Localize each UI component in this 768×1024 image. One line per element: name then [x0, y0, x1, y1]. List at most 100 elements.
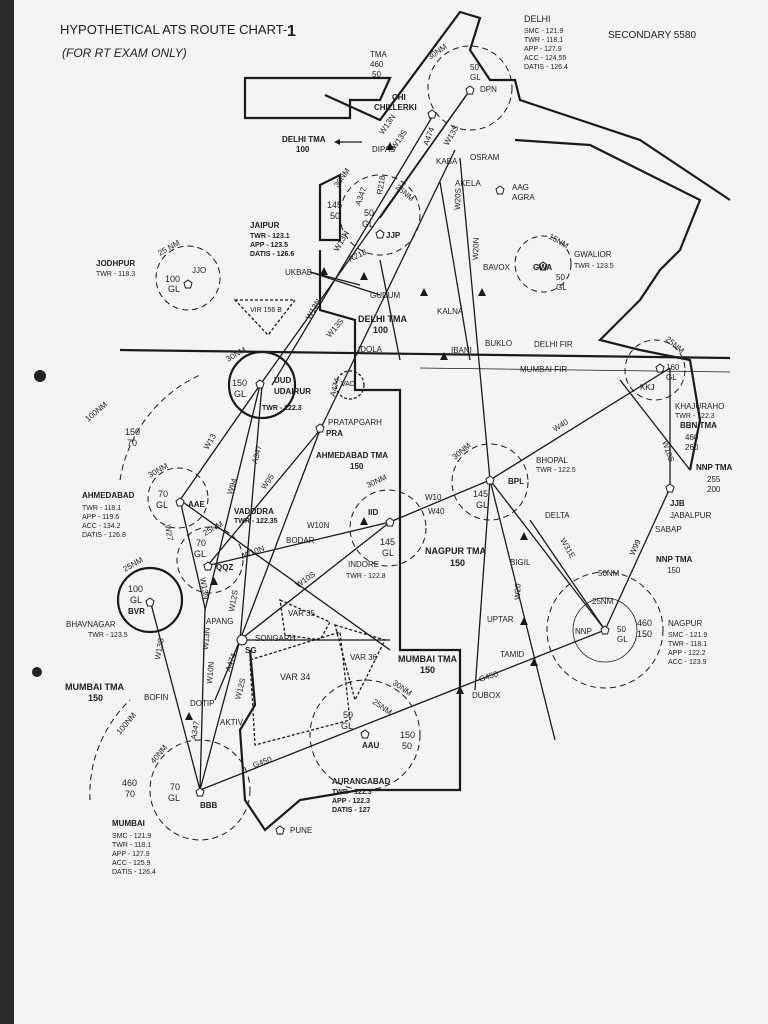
jjp-range: [339, 174, 421, 256]
svg-text:SG: SG: [245, 646, 257, 655]
bvr-navaid-icon: [145, 597, 155, 607]
aau-navaid-icon: [360, 729, 370, 739]
left-arc: [119, 374, 201, 481]
svg-text:50: 50: [617, 625, 626, 634]
svg-text:15NM: 15NM: [547, 232, 570, 251]
kkj-navaid-icon: [655, 363, 665, 373]
svg-text:W12S: W12S: [227, 589, 240, 612]
svg-text:QQZ: QQZ: [216, 563, 233, 572]
svg-text:AGRA: AGRA: [512, 193, 535, 202]
svg-text:AKELA: AKELA: [455, 179, 481, 188]
svg-text:200: 200: [707, 485, 721, 494]
svg-text:R218: R218: [375, 174, 387, 195]
svg-text:145: 145: [327, 200, 342, 210]
north-boundary: [324, 10, 731, 201]
svg-text:DELHI TMA: DELHI TMA: [358, 314, 407, 324]
svg-text:UDAIRUR: UDAIRUR: [274, 387, 311, 396]
nagpur-freq: NAGPUR SMC - 121.9 TWR - 118.1 APP - 122…: [668, 619, 707, 666]
east-boundary: [514, 138, 702, 471]
svg-text:SONGARH: SONGARH: [255, 634, 296, 643]
svg-text:TWR - 118.1: TWR - 118.1: [112, 842, 151, 849]
svg-text:UUD: UUD: [274, 376, 292, 385]
restricted-areas: [233, 299, 386, 746]
svg-text:SMC - 121.9: SMC - 121.9: [668, 632, 707, 639]
svg-text:DATIS - 126.4: DATIS - 126.4: [524, 64, 568, 71]
svg-text:BUKLO: BUKLO: [485, 339, 512, 348]
svg-text:W20N: W20N: [471, 237, 481, 260]
udairur-freq: TWR - 122.3: [262, 405, 302, 412]
place-names: CHI CHILLERKI DIPAS KABA OSRAM AKELA AGR…: [144, 93, 724, 727]
svg-text:APP - 127.9: APP - 127.9: [112, 851, 150, 858]
svg-text:145: 145: [380, 537, 395, 547]
pune-navaid-icon: [275, 825, 285, 835]
khajuraho-freq: TWR - 122.3: [675, 413, 715, 420]
svg-text:A474: A474: [223, 652, 238, 673]
svg-text:ACC - 125.9: ACC - 125.9: [112, 860, 151, 867]
svg-text:70: 70: [196, 538, 206, 548]
svg-text:GL: GL: [476, 500, 488, 510]
svg-text:NNP TMA: NNP TMA: [696, 463, 733, 472]
svg-text:150: 150: [232, 378, 247, 388]
svg-text:A347: A347: [250, 444, 264, 465]
gwa-range: [514, 235, 572, 293]
aae-navaid-icon: [175, 497, 185, 507]
svg-text:IBANI: IBANI: [451, 346, 472, 355]
aag-navaid-icon: [495, 185, 505, 195]
svg-text:TWR - 118.1: TWR - 118.1: [82, 505, 121, 512]
svg-text:BIGIL: BIGIL: [510, 558, 531, 567]
bpl-navaid-icon: [485, 475, 495, 485]
svg-text:NAGPUR: NAGPUR: [668, 619, 702, 628]
punch-hole-bottom: [32, 667, 42, 677]
svg-text:GL: GL: [617, 635, 628, 644]
svg-text:W99: W99: [628, 538, 643, 557]
mumbai-freq: MUMBAI SMC - 121.9 TWR - 118.1 APP - 127…: [112, 819, 156, 876]
svg-text:AAU: AAU: [362, 741, 380, 750]
svg-text:DUBOX: DUBOX: [472, 691, 501, 700]
airport-codes: DPN JJO JJP UUD AAE QQZ BVR SG BBB IID B…: [128, 85, 685, 835]
svg-text:GUDUM: GUDUM: [370, 291, 401, 300]
svg-text:150: 150: [420, 665, 435, 675]
svg-text:25NM: 25NM: [592, 597, 614, 606]
svg-text:40NM: 40NM: [149, 743, 170, 765]
qqz-navaid-icon: [203, 561, 213, 571]
svg-text:CHILLERKI: CHILLERKI: [374, 103, 417, 112]
svg-text:260: 260: [685, 443, 699, 452]
punch-hole-top: [34, 370, 46, 382]
svg-text:A474: A474: [421, 126, 436, 147]
aae-range: [147, 467, 209, 529]
svg-text:A347: A347: [353, 186, 368, 207]
ahmedabad-tma-boundary: [318, 250, 462, 792]
svg-text:MUMBAI TMA: MUMBAI TMA: [65, 682, 124, 692]
iid-navaid-icon: [385, 517, 395, 527]
jodhpur-freq: JODHPUR TWR - 118.3: [96, 259, 135, 278]
svg-text:160: 160: [666, 363, 680, 372]
var34-area: [249, 631, 351, 746]
svg-text:ACC - 134.2: ACC - 134.2: [82, 523, 121, 530]
svg-text:VAR 36: VAR 36: [350, 653, 378, 662]
svg-text:BOFIN: BOFIN: [144, 693, 169, 702]
gwalior-freq: TWR - 123.5: [574, 263, 614, 270]
chart-title: HYPOTHETICAL ATS ROUTE CHART-: [60, 22, 287, 37]
svg-text:VADODRA: VADODRA: [234, 507, 274, 516]
svg-text:GL: GL: [341, 721, 353, 731]
delhi-mid-boundary: [318, 173, 342, 242]
svg-text:VAR 34: VAR 34: [280, 672, 310, 682]
svg-text:G450: G450: [252, 755, 274, 770]
svg-text:70: 70: [170, 782, 180, 792]
svg-text:50: 50: [470, 63, 479, 72]
iid-range: [349, 489, 427, 567]
uud-navaid-icon: [255, 379, 265, 389]
nnp-navaid-icon: [600, 625, 610, 635]
svg-text:BBN TMA: BBN TMA: [680, 421, 717, 430]
route-labels: W13N W13S A474 W13S A347 R218 W13N R218 …: [153, 113, 676, 770]
svg-text:100: 100: [373, 325, 388, 335]
svg-text:JJB: JJB: [670, 499, 685, 508]
nnp-range-outer: [546, 571, 664, 689]
svg-text:25 NM: 25 NM: [157, 238, 182, 258]
svg-text:GL: GL: [666, 373, 677, 382]
svg-text:APP - 122.2: APP - 122.2: [668, 650, 706, 657]
svg-text:W40: W40: [428, 507, 445, 516]
svg-text:AHMEDABAD: AHMEDABAD: [82, 491, 135, 500]
svg-text:W10: W10: [425, 493, 442, 502]
